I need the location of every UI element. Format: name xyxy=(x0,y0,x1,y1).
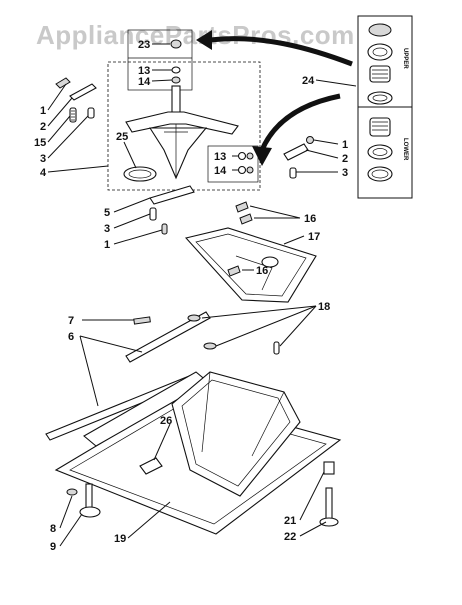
callout-18: 18 xyxy=(318,301,330,313)
callout-3-left: 3 xyxy=(40,153,46,165)
callout-13-side: 13 xyxy=(214,151,226,163)
rail-6-upper-part xyxy=(125,311,211,363)
pin-1-lower-part xyxy=(161,223,168,235)
callout-15: 15 xyxy=(34,137,46,149)
leg-22-foot xyxy=(319,517,339,527)
callout-14-side: 14 xyxy=(214,165,227,177)
clip-7-part xyxy=(133,316,151,325)
clip-18a-part xyxy=(187,314,201,322)
spider-arms-part xyxy=(125,111,239,135)
transmission-assembly-group xyxy=(47,29,339,245)
callout-25: 25 xyxy=(116,131,128,143)
gearcase-body-part xyxy=(148,127,208,180)
callout-7: 7 xyxy=(68,315,74,327)
clip-16-lower-part xyxy=(227,265,241,277)
callout-23: 23 xyxy=(138,39,150,51)
pad-8-part xyxy=(66,488,78,496)
callout-8: 8 xyxy=(50,523,56,535)
nut-21-part xyxy=(323,461,335,475)
callout-16-bottom: 16 xyxy=(256,265,268,277)
lower-curved-arrow xyxy=(259,93,341,152)
callout-26: 26 xyxy=(160,415,172,427)
pin-1-left-part xyxy=(55,77,71,89)
callout-22: 22 xyxy=(284,531,296,543)
leg-9-stem xyxy=(85,483,93,509)
callout-17: 17 xyxy=(308,231,320,243)
lower-label: LOWER xyxy=(402,138,408,161)
leg-9-foot xyxy=(79,506,101,518)
callout-21: 21 xyxy=(284,515,296,527)
bearing-kit-inset: UPPER LOWER xyxy=(357,15,413,199)
clip-16-upper-part xyxy=(235,201,249,213)
callout-labels: 23 13 14 1 2 15 3 4 25 24 1 2 3 13 14 5 … xyxy=(34,39,348,553)
callout-9: 9 xyxy=(50,541,56,553)
clip-18c-part xyxy=(273,341,280,355)
callout-1-right: 1 xyxy=(342,139,348,151)
base-frame-group xyxy=(45,305,342,547)
ring-14-part xyxy=(171,76,181,84)
callout-4: 4 xyxy=(40,167,47,179)
cross-brace-17-part xyxy=(184,227,317,303)
side-bearing-box xyxy=(207,145,259,183)
clip-2-left-part xyxy=(69,83,97,101)
leg-22-stem xyxy=(325,487,333,521)
callout-1-left: 1 xyxy=(40,105,46,117)
watermark-text: AppliancePartsPros.com xyxy=(36,20,355,50)
callout-2-left: 2 xyxy=(40,121,46,133)
pin-1-right-part xyxy=(306,136,314,144)
bracket-26-part xyxy=(139,457,163,475)
callout-24: 24 xyxy=(302,75,315,87)
clip-18b-part xyxy=(203,342,217,350)
callout-2-right: 2 xyxy=(342,153,348,165)
callout-1-lower: 1 xyxy=(104,239,110,251)
callout-6: 6 xyxy=(68,331,74,343)
screw-3-lower-part xyxy=(149,207,157,221)
spring-15-part xyxy=(69,107,77,123)
upper-label: UPPER xyxy=(402,48,408,69)
ring-13-part xyxy=(171,66,181,74)
clip-2-right-part xyxy=(283,143,309,161)
callout-19: 19 xyxy=(114,533,126,545)
pointer-arrows xyxy=(196,30,357,166)
screw-3-right-part xyxy=(289,167,297,179)
bracket-5-part xyxy=(149,185,195,205)
callout-5: 5 xyxy=(104,207,110,219)
callout-3-right: 3 xyxy=(342,167,348,179)
callout-3-lower: 3 xyxy=(104,223,110,235)
cross-brace-group xyxy=(184,201,317,303)
bearing-inset-box xyxy=(127,29,193,91)
cap-23-part xyxy=(170,39,182,49)
screw-3-left-part xyxy=(87,107,95,119)
callout-14-top: 14 xyxy=(138,76,151,88)
seal-ring-25-part xyxy=(123,166,157,182)
callout-16-top: 16 xyxy=(304,213,316,225)
upper-curved-arrow xyxy=(209,36,353,67)
callout-13-top: 13 xyxy=(138,65,150,77)
